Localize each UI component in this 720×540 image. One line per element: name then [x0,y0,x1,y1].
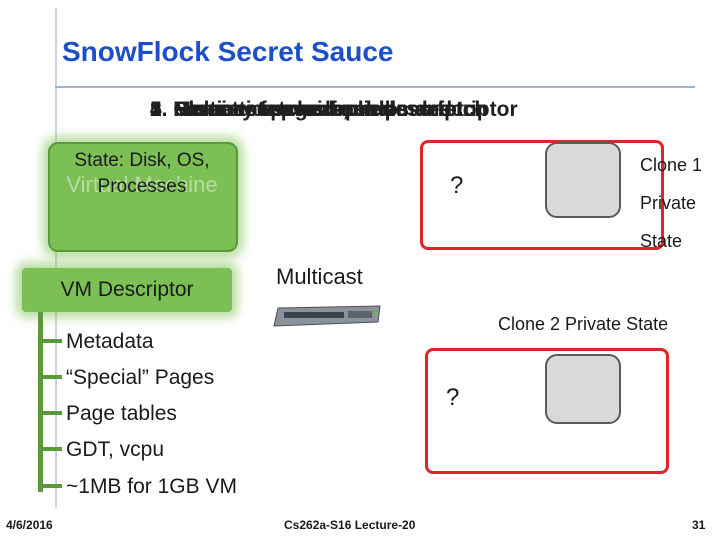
clone-2-box [425,348,669,474]
clone-2-screen [545,354,621,424]
vm-state-label: State: Disk, OS, Processes [74,150,210,197]
animation-step-text: 1. Parent suspends, ships descriptor 2. … [150,98,610,132]
step-line: 1. Parent suspends, ships descriptor [150,98,518,121]
metadata-item: Page tables [66,402,177,425]
clone-1-box [420,140,664,250]
clone-1-label: Clone 1 Private State [640,146,702,260]
step-line: 3. Memory fetched on demand [150,98,453,121]
metadata-item: GDT, vcpu [66,438,165,461]
tree-branch [38,339,62,343]
tree-branch [38,484,62,488]
clone-2-label: Clone 2 Private State [498,314,669,334]
footer-date: 4/6/2016 [6,518,53,532]
step-line: 4. Multicast page replies [150,98,393,121]
footer-page-number: 31 [692,518,706,532]
clone-1-label-line: Clone 1 [640,155,703,175]
vm-watermark: Virtual Machine [66,172,218,197]
metadata-tree-trunk [38,312,43,492]
tree-branch [38,411,62,415]
clone-1-screen [545,142,621,218]
title-underline [55,86,695,88]
step-line: 2. Clone resumes from descriptor [150,98,485,121]
vm-descriptor-box [22,268,232,312]
metadata-item: Metadata [66,330,154,353]
metadata-item: “Special” Pages [66,366,215,389]
multicast-label: Multicast [276,264,363,289]
metadata-item: ~1MB for 1GB VM [66,475,237,498]
slide-title: SnowFlock Secret Sauce [62,36,394,67]
slide-left-rule [55,8,57,508]
virtual-machine-box [48,142,238,252]
network-switch-icon [273,305,381,327]
tree-branch [38,447,62,451]
tree-branch [38,375,62,379]
clone-1-question: ? [450,172,464,199]
step-line: 5. Heuristics avoid needless fetch [150,98,488,121]
footer-course: Cs262a-S16 Lecture-20 [284,518,416,532]
vm-descriptor-label: VM Descriptor [60,278,194,301]
clone-1-label-line: State [640,231,683,251]
clone-2-question: ? [446,384,460,411]
clone-1-label-line: Private [640,193,697,213]
